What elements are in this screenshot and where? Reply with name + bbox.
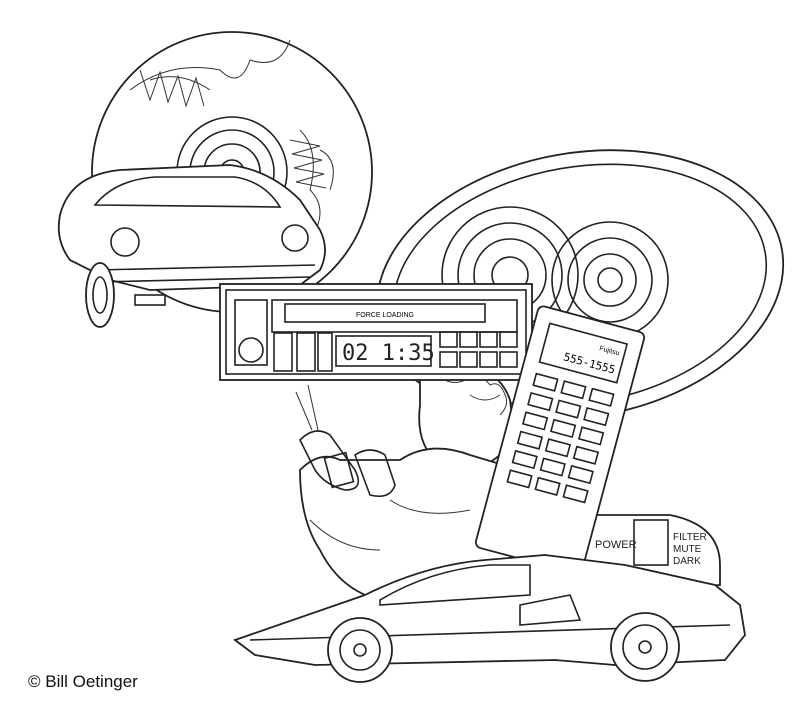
- car-radio: FORCE LOADING 02 1:35: [219, 283, 533, 381]
- cd-slot-label: FORCE LOADING: [356, 312, 414, 319]
- dark-label: DARK: [673, 556, 701, 567]
- copyright-credit: © Bill Oetinger: [28, 672, 138, 691]
- phone-keypad: [506, 372, 615, 504]
- lamborghini-car: [233, 554, 746, 683]
- mobile-phone: Fujitsu 555-1555: [474, 305, 646, 575]
- porsche-car: [57, 164, 326, 328]
- filter-label: FILTER: [673, 532, 707, 543]
- mute-label: MUTE: [673, 544, 702, 555]
- power-label: POWER: [595, 539, 637, 551]
- preset-buttons: [439, 331, 518, 368]
- radio-display: 02 1:35: [342, 341, 435, 366]
